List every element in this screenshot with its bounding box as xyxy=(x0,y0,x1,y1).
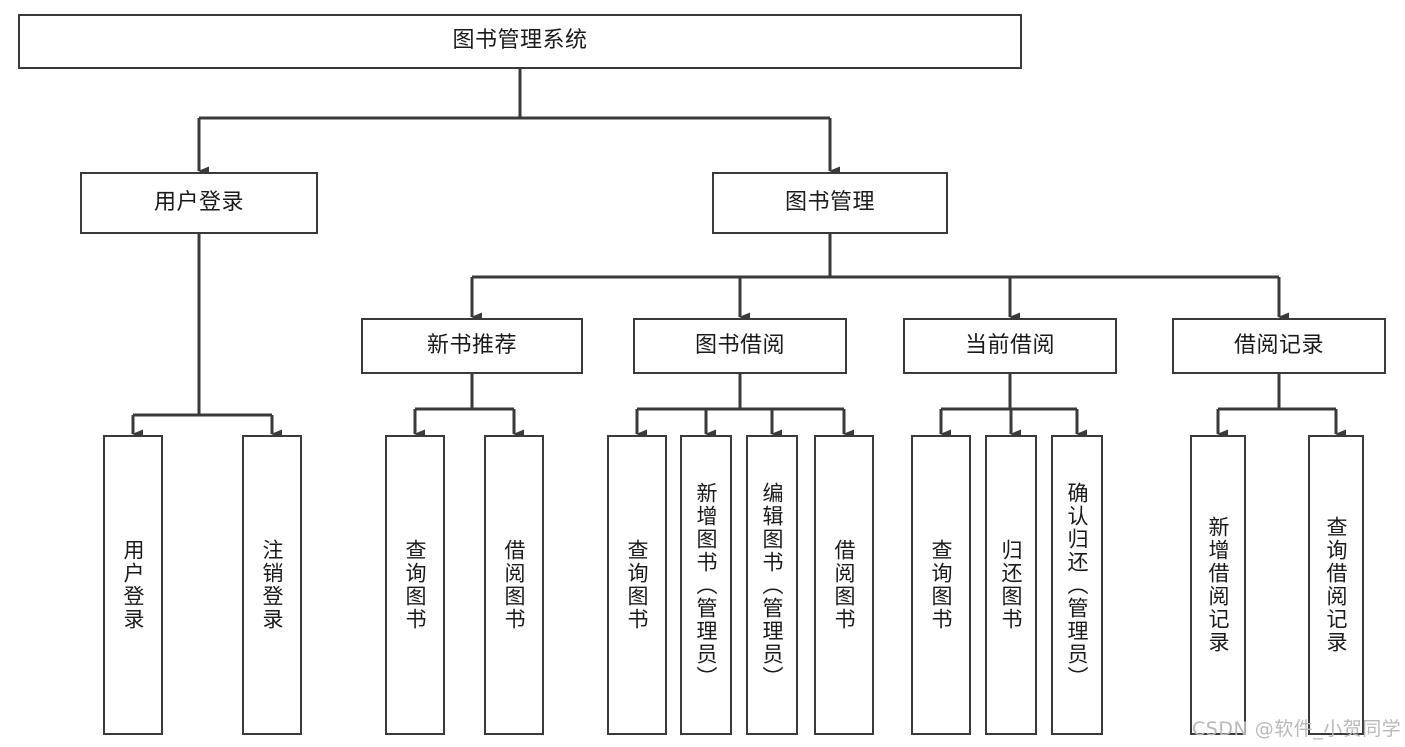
leaf-query-book-borrow[interactable]: 查询图书 xyxy=(607,435,667,735)
leaf-add-borrow-record-label: 新增借阅记录 xyxy=(1206,516,1231,654)
leaf-query-borrow-record[interactable]: 查询借阅记录 xyxy=(1308,435,1364,735)
leaf-query-borrow-record-label: 查询借阅记录 xyxy=(1324,516,1349,654)
leaf-add-book-admin-label: 新增图书（管理员） xyxy=(694,481,719,689)
node-current-borrow[interactable]: 当前借阅 xyxy=(903,318,1117,374)
leaf-query-book-borrow-label: 查询图书 xyxy=(625,539,650,631)
leaf-user-logout-label: 注销登录 xyxy=(260,539,285,631)
leaf-borrow-book-recommend[interactable]: 借阅图书 xyxy=(484,435,544,735)
node-root-label: 图书管理系统 xyxy=(452,28,588,54)
leaf-edit-book-admin[interactable]: 编辑图书（管理员） xyxy=(746,435,798,735)
leaf-borrow-book-recommend-label: 借阅图书 xyxy=(502,539,527,631)
leaf-edit-book-admin-label: 编辑图书（管理员） xyxy=(760,481,785,689)
leaf-return-book-label: 归还图书 xyxy=(999,539,1024,631)
node-user-login-label: 用户登录 xyxy=(153,189,244,215)
node-book-borrow[interactable]: 图书借阅 xyxy=(633,318,847,374)
leaf-borrow-book-label: 借阅图书 xyxy=(832,539,857,631)
connector-lines xyxy=(131,69,1346,439)
leaf-query-book-current-label: 查询图书 xyxy=(929,539,954,631)
leaf-query-book-current[interactable]: 查询图书 xyxy=(911,435,971,735)
leaf-add-book-admin[interactable]: 新增图书（管理员） xyxy=(680,435,732,735)
node-root[interactable]: 图书管理系统 xyxy=(18,14,1022,69)
leaf-user-login-label: 用户登录 xyxy=(121,539,146,631)
node-current-borrow-label: 当前借阅 xyxy=(964,332,1055,358)
node-book-management[interactable]: 图书管理 xyxy=(712,172,948,234)
node-new-book-recommend[interactable]: 新书推荐 xyxy=(361,318,583,374)
leaf-borrow-book[interactable]: 借阅图书 xyxy=(814,435,874,735)
leaf-query-book-recommend[interactable]: 查询图书 xyxy=(385,435,445,735)
leaf-confirm-return-admin[interactable]: 确认归还（管理员） xyxy=(1051,435,1103,735)
leaf-add-borrow-record[interactable]: 新增借阅记录 xyxy=(1190,435,1246,735)
leaf-return-book[interactable]: 归还图书 xyxy=(985,435,1037,735)
leaf-user-login[interactable]: 用户登录 xyxy=(103,435,163,735)
csdn-watermark: CSDN @软件_小贺同学 xyxy=(1192,718,1402,740)
node-book-management-label: 图书管理 xyxy=(784,189,875,215)
node-borrow-records[interactable]: 借阅记录 xyxy=(1172,318,1386,374)
node-book-borrow-label: 图书借阅 xyxy=(694,332,785,358)
node-user-login[interactable]: 用户登录 xyxy=(80,172,318,234)
leaf-user-logout[interactable]: 注销登录 xyxy=(242,435,302,735)
node-borrow-records-label: 借阅记录 xyxy=(1233,332,1324,358)
leaf-query-book-recommend-label: 查询图书 xyxy=(403,539,428,631)
leaf-confirm-return-admin-label: 确认归还（管理员） xyxy=(1065,481,1090,689)
node-new-book-recommend-label: 新书推荐 xyxy=(426,332,517,358)
